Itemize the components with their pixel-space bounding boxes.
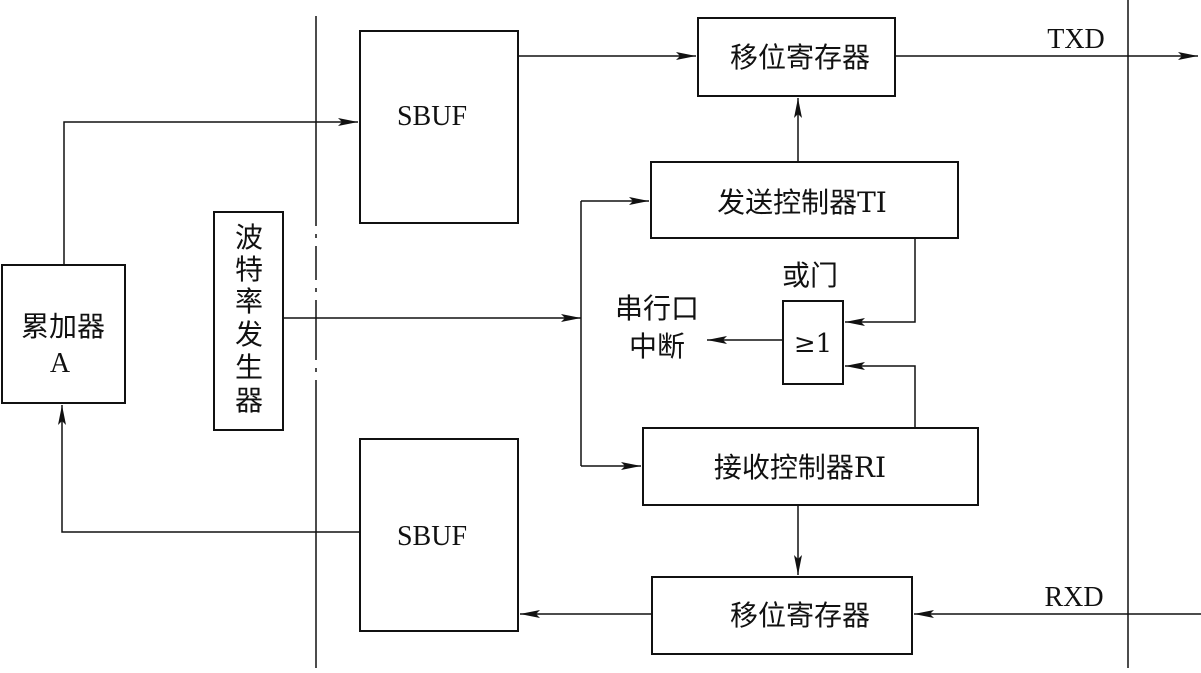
shift-register-transmit-label: 移位寄存器 [730, 41, 870, 74]
serial-interrupt-label-line1: 串行口 [615, 292, 699, 325]
receive-controller-box [642, 427, 979, 506]
baud-generator-char-1: 波 [235, 221, 263, 254]
txd-label: TXD [1047, 24, 1105, 55]
baud-generator-box [213, 211, 284, 431]
shift-register-receive-label: 移位寄存器 [730, 599, 870, 632]
baud-generator-char-5: 生 [235, 351, 263, 384]
ri-to-or-gate-arrow [845, 362, 916, 428]
baud-generator-char-6: 器 [235, 384, 263, 417]
sbuf-transmit-label: SBUF [397, 101, 467, 132]
or-gate-box [782, 300, 844, 385]
or-gate-symbol: ≥1 [794, 329, 832, 359]
transmit-controller-label: 发送控制器TI [717, 186, 887, 219]
sbuf-to-accumulator-arrow [58, 405, 360, 533]
ti-to-or-gate-arrow [845, 238, 916, 326]
accumulator-register-name: A [50, 348, 71, 379]
or-gate-title: 或门 [782, 259, 838, 292]
serial-interrupt-label-line2: 中断 [629, 330, 685, 363]
accumulator-label: 累加器 [21, 310, 105, 343]
baud-generator-char-3: 率 [235, 285, 263, 318]
transmit-controller-box [650, 161, 959, 239]
sbuf-transmit-box [359, 30, 519, 224]
rxd-label: RXD [1044, 582, 1103, 613]
sbuf-receive-label: SBUF [397, 521, 467, 552]
sbuf-receive-box [359, 438, 519, 632]
shift-register-receive-box [651, 576, 913, 655]
baud-generator-char-4: 发 [235, 318, 263, 351]
accumulator-to-sbuf-arrow [63, 118, 358, 265]
baud-generator-char-2: 特 [235, 253, 263, 286]
receive-controller-label: 接收控制器RI [714, 451, 886, 484]
shift-register-transmit-box [697, 17, 896, 97]
